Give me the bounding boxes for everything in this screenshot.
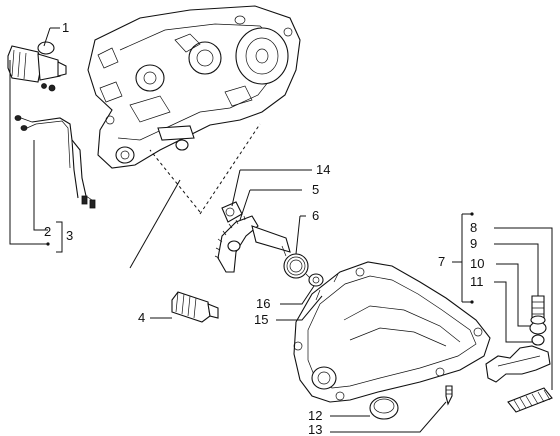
callout-11: 11: [470, 274, 484, 289]
callout-15: 15: [254, 312, 268, 327]
transmission-cover: [293, 261, 491, 403]
washer: [308, 273, 324, 287]
callout-7: 7: [438, 254, 445, 269]
callout-2: 2: [44, 224, 51, 239]
cover-screw: [445, 385, 453, 406]
callout-14: 14: [316, 162, 330, 177]
callout-8: 8: [470, 220, 477, 235]
callout-13: 13: [308, 422, 322, 436]
callout-6: 6: [312, 208, 319, 223]
starter-pinion: [171, 291, 219, 323]
callout-10: 10: [470, 256, 484, 271]
callout-4: 4: [138, 310, 145, 325]
callout-12: 12: [308, 408, 322, 423]
callout-1: 1: [62, 20, 69, 35]
starter-motor: [7, 41, 67, 92]
callout-16: 16: [256, 296, 270, 311]
leader-lines: [9, 27, 553, 433]
cover-cap: [369, 396, 399, 420]
callout-5: 5: [312, 182, 319, 197]
wiring-harness: [14, 115, 96, 209]
kick-lever: [485, 295, 551, 383]
callout-labels: 1 2 3 4 5 6 7 8 9 10 11 12 13 14 15 16: [44, 20, 484, 436]
crankcase: [87, 5, 301, 169]
bracket-dots: [46, 212, 474, 304]
kick-pedal-grip: [507, 387, 553, 413]
callout-3: 3: [66, 228, 73, 243]
sector-gear: [214, 215, 291, 273]
callout-9: 9: [470, 236, 477, 251]
